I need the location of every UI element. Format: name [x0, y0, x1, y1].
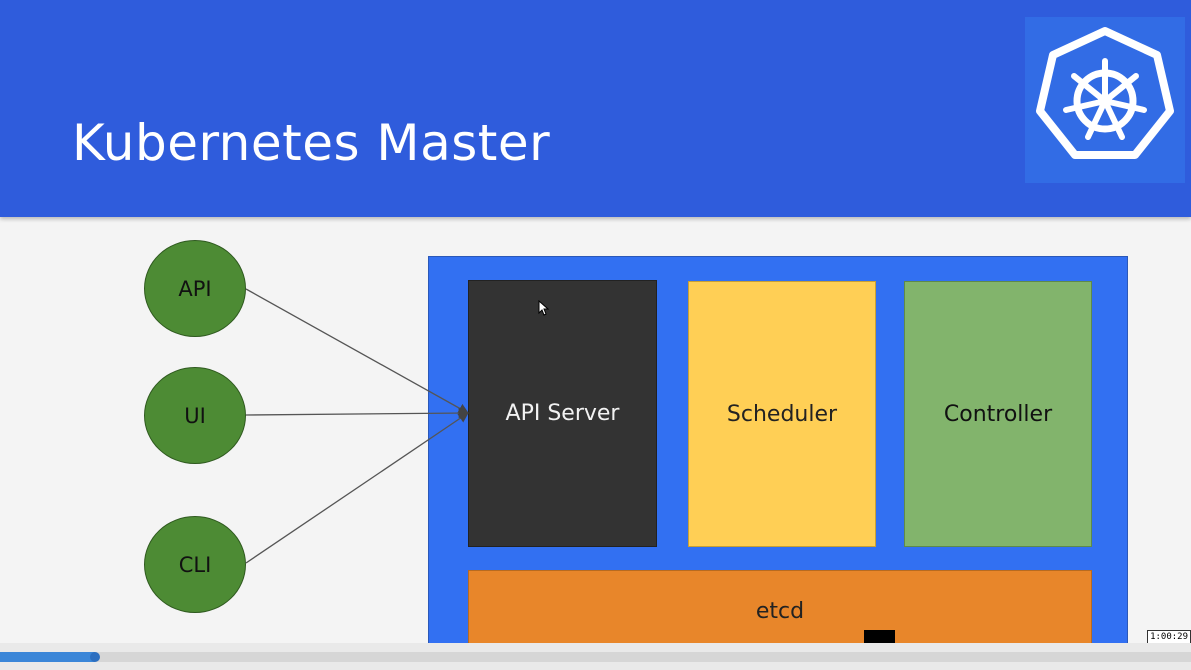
client-node-cli: CLI: [144, 516, 246, 613]
kubernetes-logo-icon: [1025, 17, 1185, 183]
api-server-box: API Server: [468, 280, 657, 547]
etcd-box: etcd: [468, 570, 1092, 650]
video-seek-handle[interactable]: [90, 652, 100, 662]
video-timestamp: 1:00:29: [1147, 630, 1191, 644]
client-node-api: API: [144, 240, 246, 337]
slide-title: Kubernetes Master: [72, 114, 551, 172]
client-label: CLI: [178, 552, 212, 577]
video-seek-track[interactable]: [0, 652, 1191, 662]
api-server-label: API Server: [505, 401, 620, 426]
client-node-ui: UI: [144, 367, 246, 464]
video-progress-fill: [0, 652, 95, 662]
mouse-cursor-icon: [538, 300, 550, 316]
overlay-block: [864, 630, 895, 643]
client-label: UI: [184, 403, 206, 428]
client-label: API: [178, 276, 212, 301]
scheduler-box: Scheduler: [688, 281, 876, 547]
controller-box: Controller: [904, 281, 1092, 547]
etcd-label: etcd: [755, 599, 805, 624]
slide-header: Kubernetes Master: [0, 0, 1191, 217]
scheduler-label: Scheduler: [726, 401, 838, 427]
controller-label: Controller: [943, 401, 1053, 427]
